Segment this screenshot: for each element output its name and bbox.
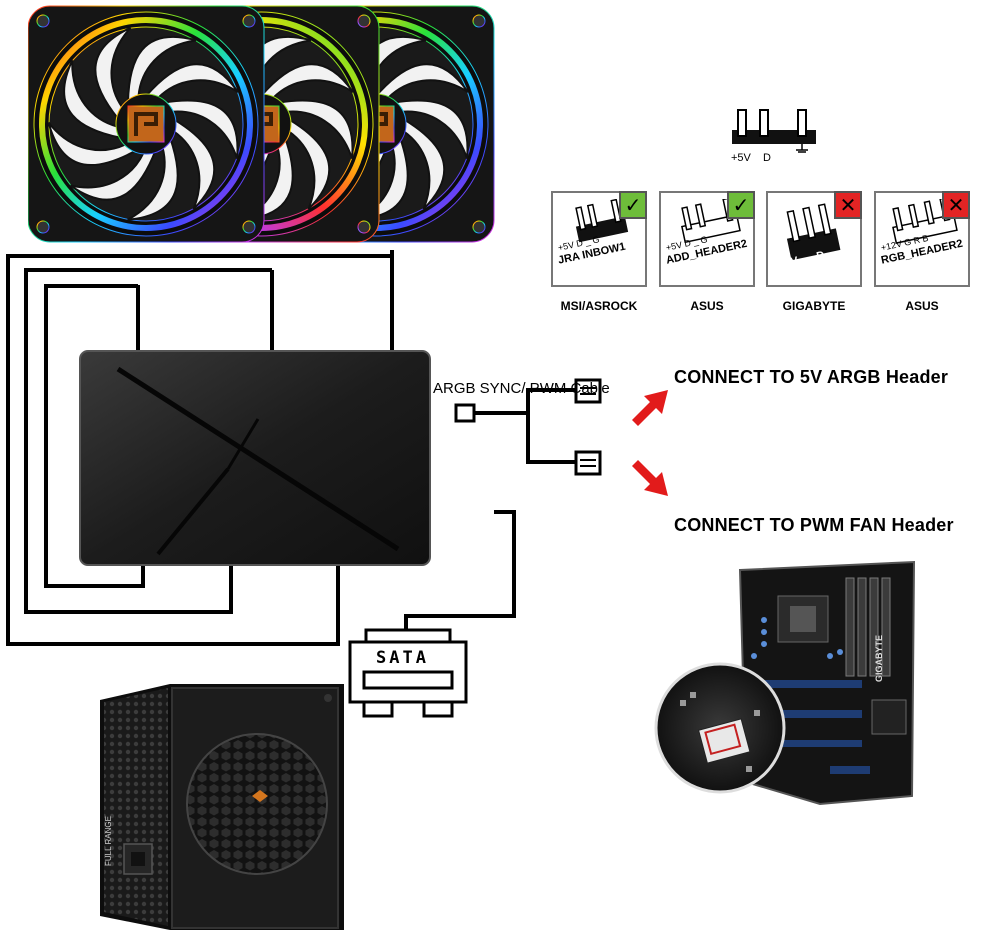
header-card-asus-argb: +5V D _ G ADD_HEADER2 ✓ <box>659 191 755 287</box>
cable-label: ARGB SYNC/ PWM Cable <box>433 380 610 397</box>
connect-pwm-label: CONNECT TO PWM FAN Header <box>674 515 954 535</box>
card-brand-gigabyte: GIGABYTE <box>782 299 846 313</box>
header-card-msi: +5V D _ G JRA INBOW1 ✓ <box>551 191 647 287</box>
fan-hub-controller <box>79 350 431 566</box>
cross-icon: ✕ <box>834 191 862 219</box>
psu-text: FULL RANGE <box>104 816 113 866</box>
check-icon: ✓ <box>727 191 755 219</box>
cross-icon: ✕ <box>942 191 970 219</box>
header-connector-icon <box>786 203 841 261</box>
argb-header-pin-icon <box>732 109 816 153</box>
sata-connector-icon <box>348 628 468 718</box>
sata-label: SATA <box>376 648 429 668</box>
header-card-asus-rgb: +12V G R B RGB_HEADER2 ✕ <box>874 191 970 287</box>
power-supply-image <box>100 684 344 930</box>
board-brand-text: GIGABYTE <box>874 634 884 682</box>
card-brand-msi: MSI/ASROCK <box>560 299 638 313</box>
card-brand-asus-2: ASUS <box>905 299 939 313</box>
pin-label-d: D <box>763 152 771 164</box>
motherboard-image <box>654 560 916 806</box>
check-icon: ✓ <box>619 191 647 219</box>
pin-label-5v: +5V <box>731 152 751 164</box>
header-connector-icon <box>575 199 629 243</box>
card-brand-asus-1: ASUS <box>690 299 724 313</box>
header-card-gigabyte: V D G ✕ <box>766 191 862 287</box>
connect-argb-label: CONNECT TO 5V ARGB Header <box>674 367 949 387</box>
